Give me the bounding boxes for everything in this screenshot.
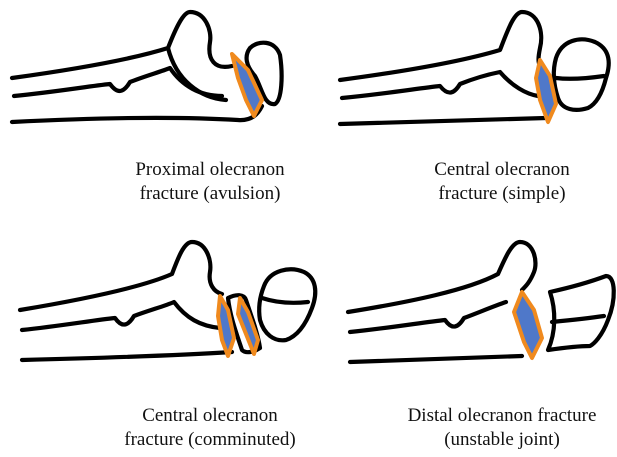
caption-line-1: Central olecranon [60, 404, 360, 428]
caption-proximal: Proximal olecranon fracture (avulsion) [60, 158, 360, 206]
caption-line-2: fracture (comminuted) [60, 428, 360, 452]
caption-line-2: fracture (simple) [352, 182, 617, 206]
panel-distal-drawing [348, 242, 614, 362]
ulna-lower-outline [350, 356, 522, 362]
ulna-upper-outline [12, 12, 232, 78]
panel-central-simple-drawing [340, 12, 609, 124]
caption-line-1: Central olecranon [352, 158, 617, 182]
trochlear-notch-line [552, 316, 604, 322]
ulna-lower-outline [22, 352, 232, 360]
ulna-lower-outline [12, 106, 262, 122]
ulna-upper-outline [340, 12, 541, 80]
caption-line-1: Distal olecranon fracture [352, 404, 617, 428]
caption-line-1: Proximal olecranon [60, 158, 360, 182]
ulna-upper-outline [20, 242, 222, 310]
caption-distal: Distal olecranon fracture (unstable join… [352, 404, 617, 452]
humerus-fragment [259, 269, 315, 340]
caption-line-2: (unstable joint) [352, 428, 617, 452]
panel-central-comminuted-drawing [20, 242, 315, 360]
panel-proximal-drawing [12, 12, 282, 122]
caption-line-2: fracture (avulsion) [60, 182, 360, 206]
caption-central-simple: Central olecranon fracture (simple) [352, 158, 617, 206]
ulna-lower-outline [340, 118, 546, 124]
distal-fracture-line [514, 292, 542, 358]
forearm-distal-segment [548, 276, 614, 350]
caption-central-comminuted: Central olecranon fracture (comminuted) [60, 404, 360, 452]
